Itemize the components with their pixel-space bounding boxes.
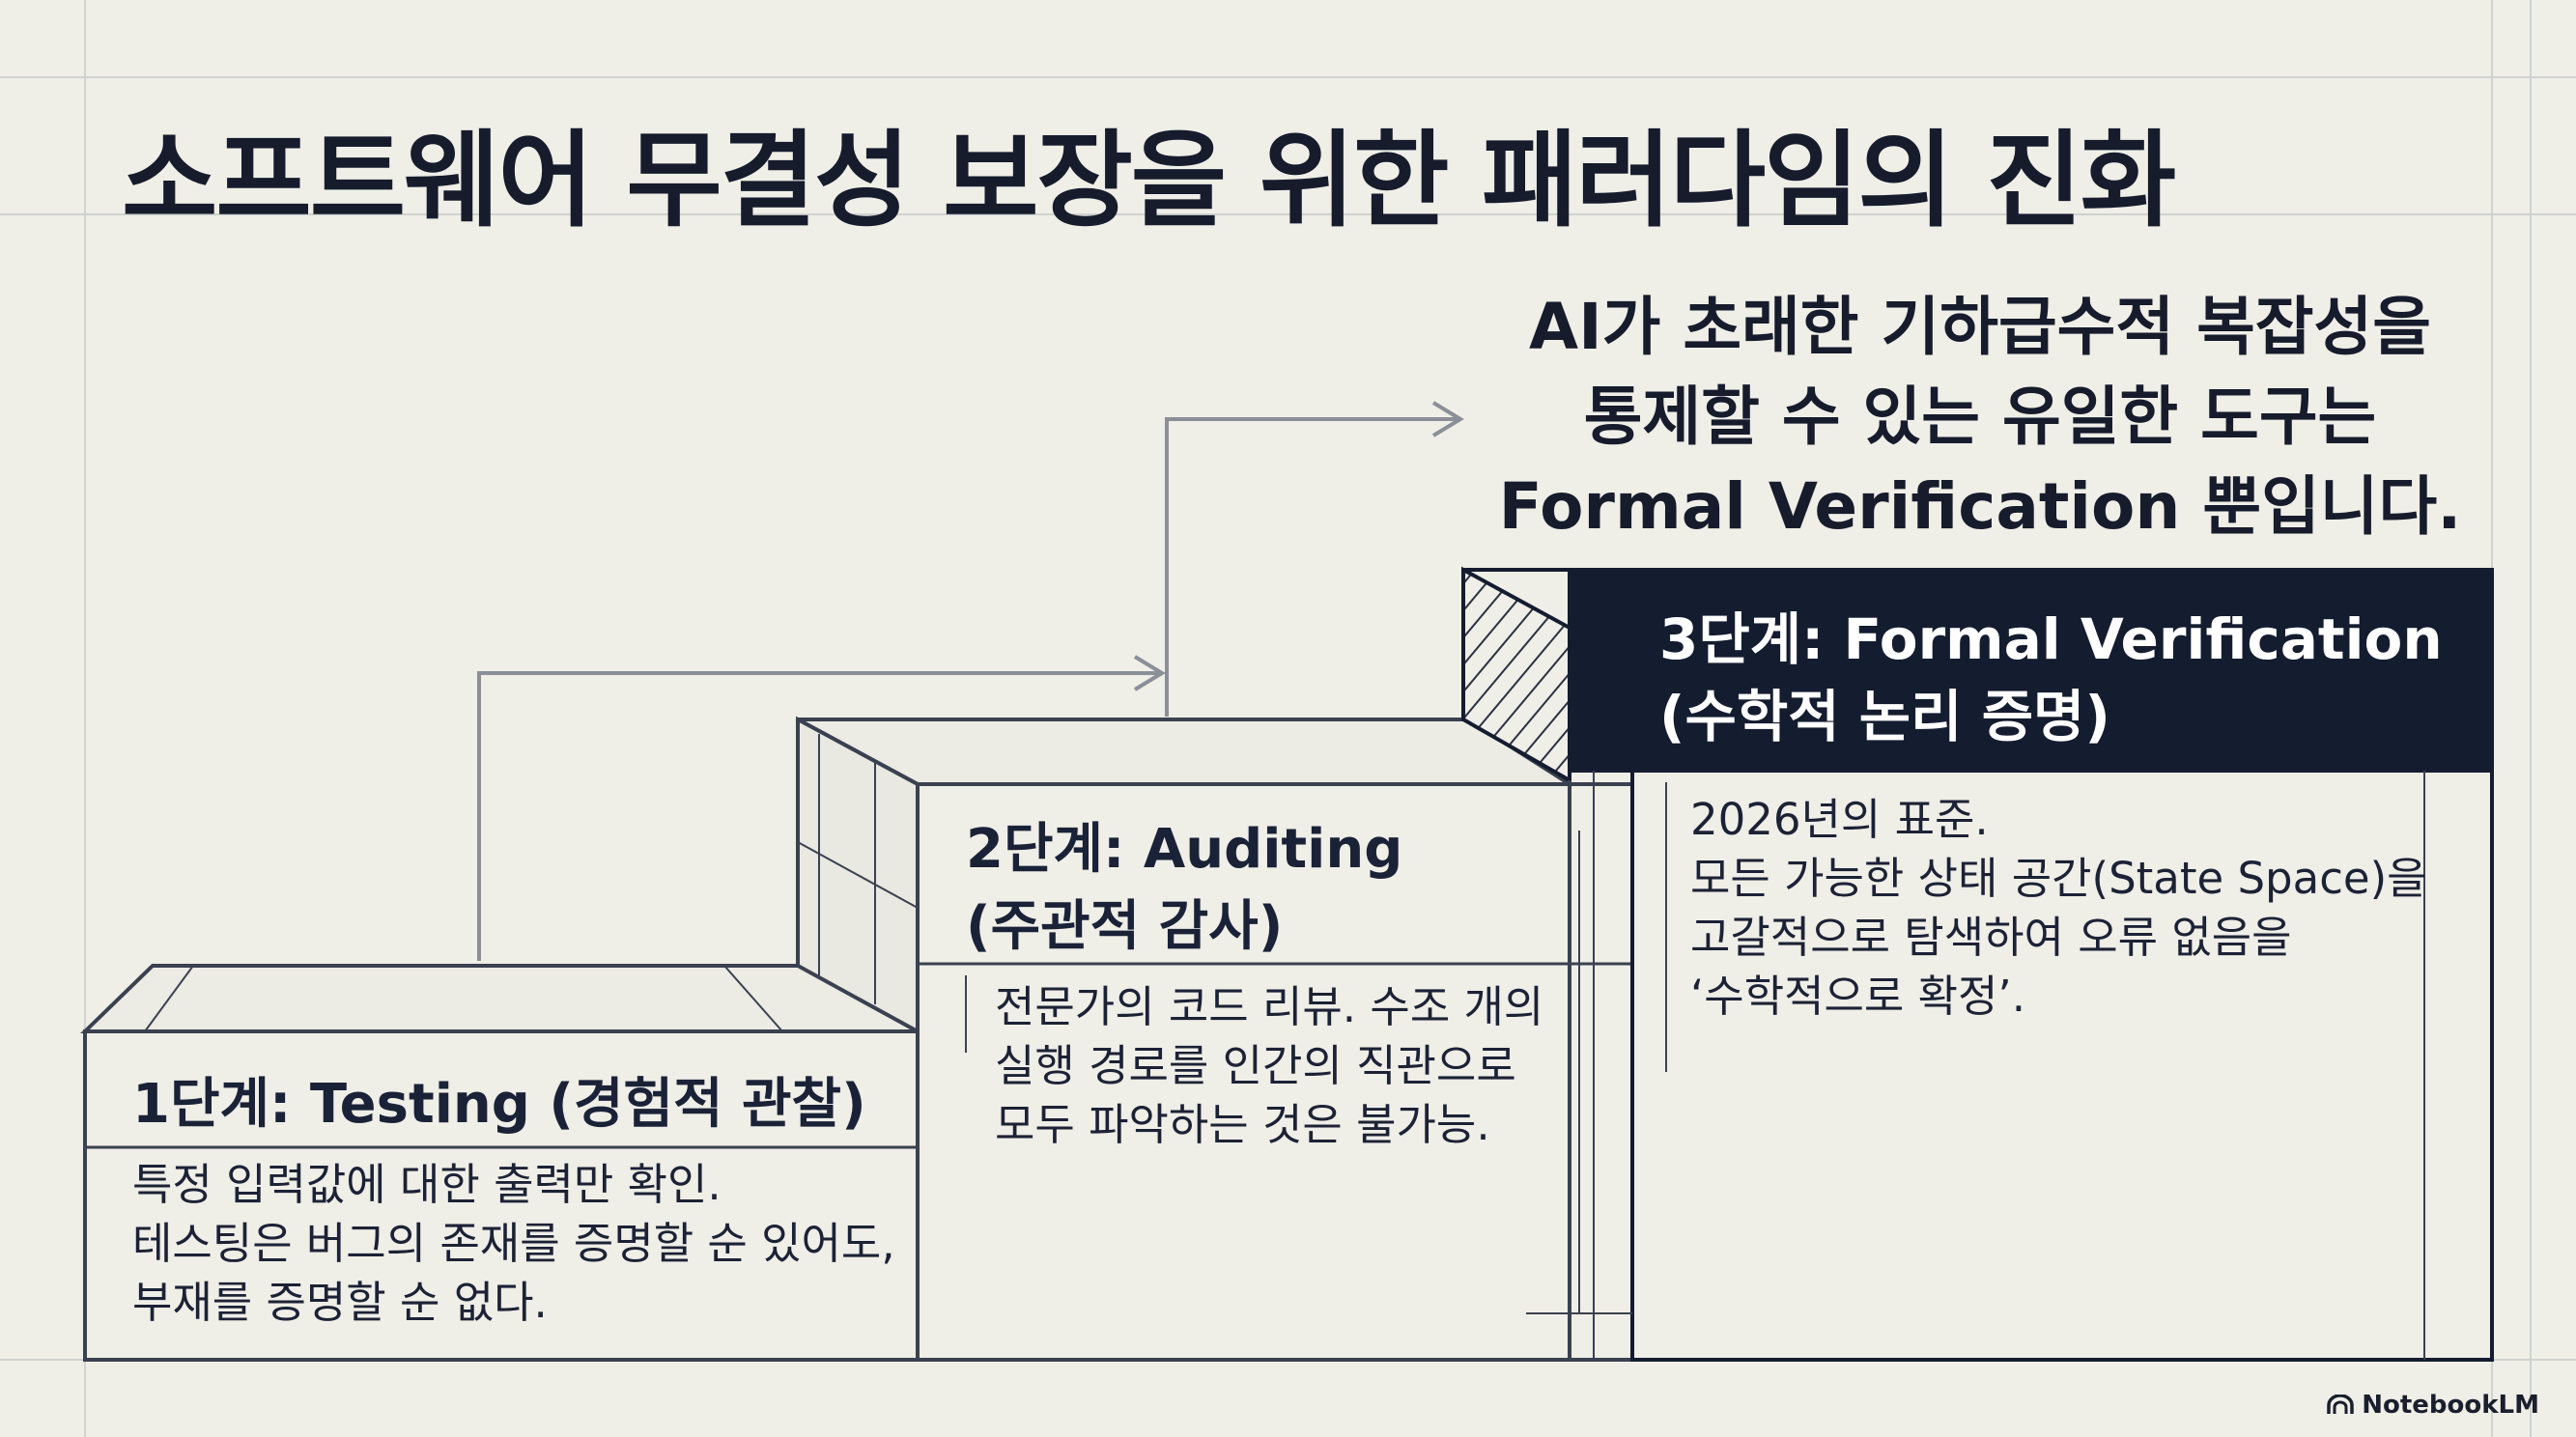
step-2-description-line: 전문가의 코드 리뷰. 수조 개의 <box>995 981 1544 1032</box>
flow-arrow-1-to-2 <box>477 655 1166 961</box>
callout-line: 통제할 수 있는 유일한 도구는 <box>1583 380 2377 454</box>
step-2-description: 전문가의 코드 리뷰. 수조 개의 실행 경로를 인간의 직관으로 모두 파악하… <box>995 977 1543 1154</box>
step-2-heading: 2단계: Auditing (주관적 감사) <box>966 811 1402 966</box>
step-3-heading: 3단계: Formal Verification (수학적 논리 증명) <box>1659 601 2443 755</box>
step-3-heading-line: (수학적 논리 증명) <box>1659 684 2110 749</box>
step-1-description-line: 테스팅은 버그의 존재를 증명할 순 있어도, <box>132 1218 895 1269</box>
flow-arrow-2-to-3 <box>1165 401 1464 717</box>
callout-line: Formal Verification 뿐입니다. <box>1498 469 2462 544</box>
step-1-heading: 1단계: Testing (경험적 관찰) <box>132 1073 866 1136</box>
step-3-block <box>1461 566 2494 1362</box>
notebooklm-logo-icon <box>2327 1395 2354 1414</box>
step-1-description-line: 특정 입력값에 대한 출력만 확인. <box>132 1159 722 1210</box>
step-2-description-line: 모두 파악하는 것은 불가능. <box>995 1099 1490 1150</box>
step-2-description-line: 실행 경로를 인간의 직관으로 <box>995 1040 1516 1091</box>
page-title: 소프트웨어 무결성 보장을 위한 패러다임의 진화 <box>122 121 2176 241</box>
step-3-description-line: 2026년의 표준. <box>1690 794 1989 845</box>
notebooklm-logo: NotebookLM <box>2327 1391 2539 1420</box>
step-3-heading-line: 3단계: Formal Verification <box>1659 606 2443 672</box>
step-3-description-line: 고갈적으로 탐색하여 오류 없음을 <box>1690 912 2292 963</box>
step-3-description: 2026년의 표준. 모든 가능한 상태 공간(State Space)을 고갈… <box>1690 790 2427 1026</box>
step-3-description-line: ‘수학적으로 확정’. <box>1690 971 2026 1022</box>
step-3-description-line: 모든 가능한 상태 공간(State Space)을 <box>1690 853 2427 904</box>
step-2-heading-line: (주관적 감사) <box>966 895 1284 958</box>
callout-line: AI가 초래한 기하급수적 복잡성을 <box>1529 290 2431 364</box>
step-2-block <box>796 716 1634 1362</box>
step-2-heading-line: 2단계: Auditing <box>966 818 1403 881</box>
step-1-description: 특정 입력값에 대한 출력만 확인. 테스팅은 버그의 존재를 증명할 순 있어… <box>132 1155 895 1332</box>
step-1-description-line: 부재를 증명할 순 없다. <box>132 1277 548 1328</box>
callout-text: AI가 초래한 기하급수적 복잡성을 통제할 수 있는 유일한 도구는 Form… <box>1449 282 2511 551</box>
logo-text: NotebookLM <box>2362 1391 2539 1420</box>
step-1-block <box>80 964 967 1362</box>
